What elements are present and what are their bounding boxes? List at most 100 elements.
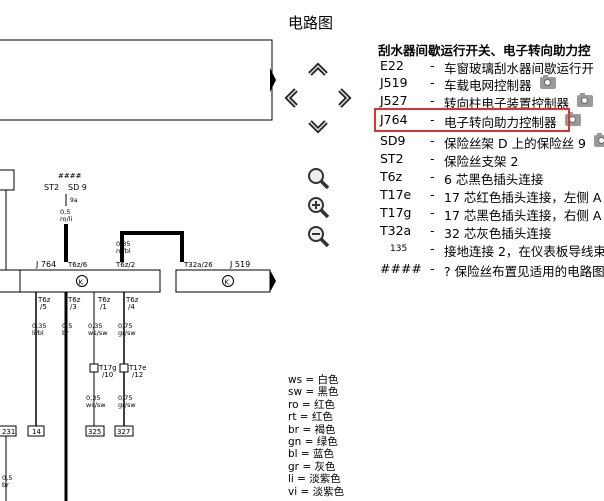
wire-color: gr/sw bbox=[118, 401, 136, 409]
component-description: 6 芯黑色插头连接 bbox=[444, 172, 544, 187]
component-description: 17 芯黑色插头连接，右侧 A bbox=[444, 208, 602, 223]
pin-label: T6z bbox=[37, 296, 51, 304]
color-key-item: li = 淡紫色 bbox=[288, 473, 341, 486]
page-title: 电路图 bbox=[288, 14, 334, 32]
legend-dash: - bbox=[430, 133, 435, 148]
legend-dash: - bbox=[430, 93, 435, 108]
nav-pad bbox=[284, 62, 352, 134]
st2-label: ST2 bbox=[44, 183, 59, 192]
component-description: 保险丝架 D 上的保险丝 9 bbox=[444, 136, 586, 151]
component-description: 车载电网控制器 bbox=[444, 78, 532, 93]
component-code[interactable]: J764 bbox=[380, 112, 408, 127]
wire-color: ws/sw bbox=[86, 401, 106, 409]
color-key-item: rt = 红色 bbox=[288, 411, 333, 424]
component-description: 32 芯灰色插头连接 bbox=[444, 226, 552, 241]
pin-label: T6z/2 bbox=[115, 261, 135, 269]
fuse-hash-label: #### bbox=[58, 172, 82, 180]
component-code[interactable]: ST2 bbox=[380, 151, 404, 166]
wire-size: 0,75 bbox=[118, 322, 132, 330]
legend-dash: - bbox=[430, 112, 435, 127]
pin-label: /5 bbox=[40, 303, 47, 311]
component-code[interactable]: J527 bbox=[380, 93, 408, 108]
wire-size: 0,35 bbox=[88, 322, 102, 330]
component-code[interactable]: T32a bbox=[380, 223, 412, 238]
pin-label: /10 bbox=[102, 371, 113, 379]
color-key-item: gn = 绿色 bbox=[288, 436, 338, 449]
component-code[interactable]: E22 bbox=[380, 58, 404, 73]
color-key-item: ws = 白色 bbox=[288, 374, 339, 386]
legend-dash: - bbox=[430, 187, 435, 202]
legend-dash: - bbox=[430, 169, 435, 184]
pin-label: /3 bbox=[70, 303, 77, 311]
component-description: 转向柱电子装置控制器 bbox=[444, 96, 570, 111]
component-description: 17 芯红色插头连接，左侧 A bbox=[444, 190, 602, 205]
ref-number: 231 bbox=[2, 428, 15, 436]
pin-label: T6z bbox=[67, 296, 81, 304]
color-key-item: ro = 红色 bbox=[288, 398, 335, 411]
zoom-out-icon[interactable] bbox=[306, 224, 330, 248]
legend-dash: - bbox=[430, 205, 435, 220]
color-key-item: bl = 蓝色 bbox=[288, 448, 335, 461]
color-key-item: sw = 黑色 bbox=[288, 386, 339, 399]
page-arrow-bottom bbox=[270, 270, 276, 292]
wire-size: 0,35 bbox=[86, 394, 100, 402]
arrow-up-icon[interactable] bbox=[308, 62, 328, 76]
zoom-fit-icon[interactable] bbox=[306, 166, 330, 190]
component-code[interactable]: T17e bbox=[380, 187, 412, 202]
ref-number: 327 bbox=[117, 428, 130, 436]
color-key-item: br = 褐色 bbox=[288, 423, 336, 436]
color-key-item: vi = 淡紫色 bbox=[288, 485, 345, 498]
component-code[interactable]: SD9 bbox=[380, 133, 406, 148]
legend-dash: - bbox=[430, 261, 435, 276]
component-box-top bbox=[0, 39, 273, 121]
wire-size: 0,35 bbox=[32, 322, 46, 330]
arrow-down-icon[interactable] bbox=[308, 120, 328, 134]
pin-label: T6z bbox=[97, 296, 111, 304]
wire-size: 0,5 bbox=[60, 208, 70, 216]
circuit-diagram: #### ST2 SD 9 9a 0,5 ro/li 0,35 ro/bl J … bbox=[0, 39, 276, 501]
arrow-right-icon[interactable] bbox=[338, 88, 352, 108]
wire-size: 0,75 bbox=[118, 394, 132, 402]
wire-color: ws/sw bbox=[88, 329, 108, 337]
pin-label: T32a/26 bbox=[183, 261, 213, 269]
component-code[interactable]: J519 bbox=[380, 75, 408, 90]
arrow-left-icon[interactable] bbox=[284, 88, 298, 108]
wire-color: br bbox=[2, 481, 9, 489]
ref-number: 325 bbox=[88, 428, 101, 436]
wire-size: 0,5 bbox=[2, 474, 12, 482]
camera-icon[interactable] bbox=[540, 75, 556, 89]
sd9-label: SD 9 bbox=[68, 183, 87, 192]
legend-dash: - bbox=[430, 151, 435, 166]
color-key-item: gr = 灰色 bbox=[288, 460, 336, 473]
pin-label: T17g bbox=[98, 364, 117, 372]
pin-label: /12 bbox=[132, 371, 143, 379]
component-code[interactable]: T6z bbox=[380, 169, 403, 184]
component-description: 车窗玻璃刮水器间歇运行开 bbox=[444, 61, 595, 76]
component-code[interactable]: T17g bbox=[380, 205, 412, 220]
pin-label: /1 bbox=[100, 303, 107, 311]
zoom-in-icon[interactable] bbox=[306, 195, 330, 219]
legend-dash: - bbox=[430, 75, 435, 90]
selected-row-highlight bbox=[374, 108, 570, 132]
component-description: 电子转向助力控制器 bbox=[444, 115, 557, 130]
page-arrow-top bbox=[270, 68, 276, 92]
pin-label: T6z/6 bbox=[67, 261, 88, 269]
component-description: ? 保险丝布置见适用的电路图 bbox=[444, 264, 604, 279]
component-code[interactable]: #### bbox=[380, 261, 422, 276]
pin-label: T17e bbox=[128, 364, 147, 372]
component-description: 接地连接 2，在仪表板导线束 bbox=[444, 244, 604, 259]
wire-color: li/bl bbox=[32, 329, 44, 337]
camera-icon[interactable] bbox=[594, 133, 604, 147]
legend-title: 刮水器间歇运行开关、电子转向助力控 bbox=[378, 43, 591, 58]
component-box-small bbox=[0, 169, 15, 191]
ref-number: 14 bbox=[32, 428, 41, 436]
wire-size: 0,5 bbox=[62, 322, 72, 330]
component-code[interactable]: 135 bbox=[390, 244, 408, 254]
wire-color: br bbox=[62, 329, 69, 337]
camera-icon[interactable] bbox=[577, 93, 593, 107]
legend-dash: - bbox=[430, 223, 435, 238]
j519-label: J 519 bbox=[229, 260, 250, 269]
legend-dash: - bbox=[430, 58, 435, 73]
pin-9a-label: 9a bbox=[70, 197, 78, 204]
